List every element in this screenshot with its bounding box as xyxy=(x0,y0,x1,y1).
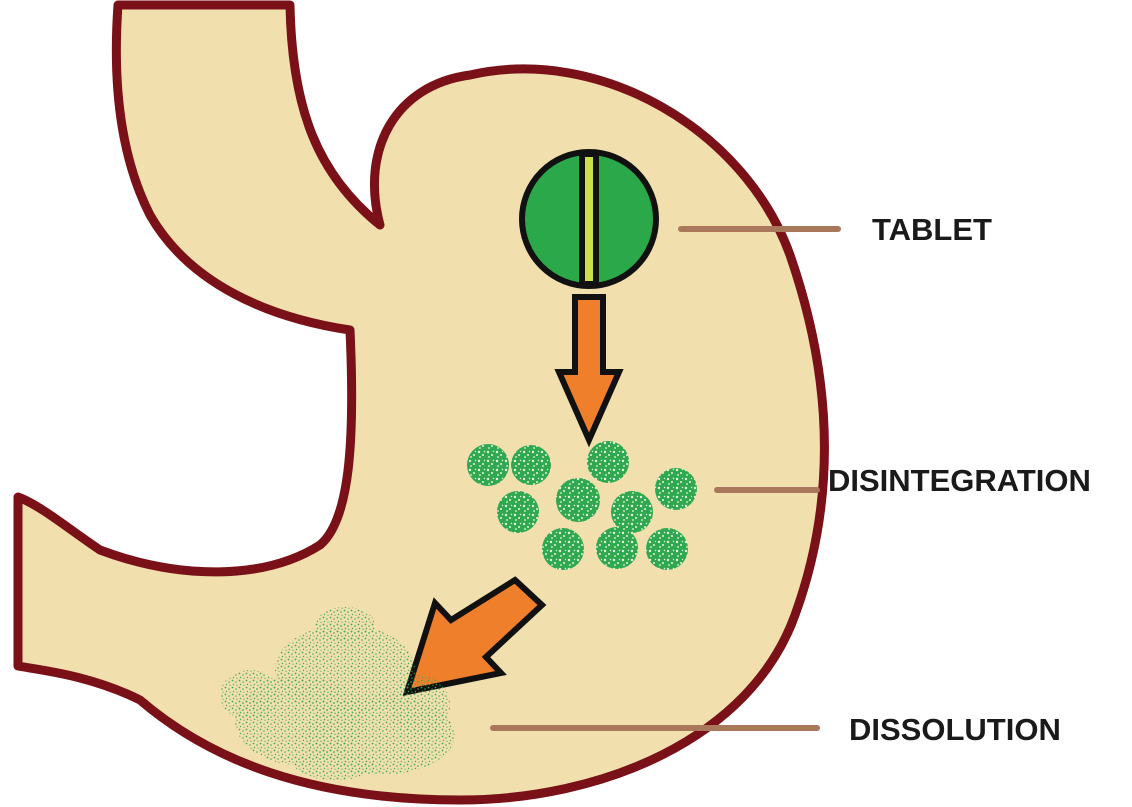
dissolution-label: DISSOLUTION xyxy=(849,712,1061,747)
granule-icon xyxy=(646,528,688,570)
granule-icon xyxy=(596,527,638,569)
granule-icon xyxy=(542,528,584,570)
granule-icon xyxy=(556,478,600,522)
granule-icon xyxy=(611,491,653,533)
granule-icon xyxy=(497,491,539,533)
tablet-label: TABLET xyxy=(872,212,992,247)
granule-icon xyxy=(655,468,697,510)
tablet-icon xyxy=(522,152,656,286)
granule-icon xyxy=(511,445,551,485)
granule-icon xyxy=(467,444,509,486)
granule-icon xyxy=(587,441,629,483)
disintegration-label: DISINTEGRATION xyxy=(828,463,1091,498)
